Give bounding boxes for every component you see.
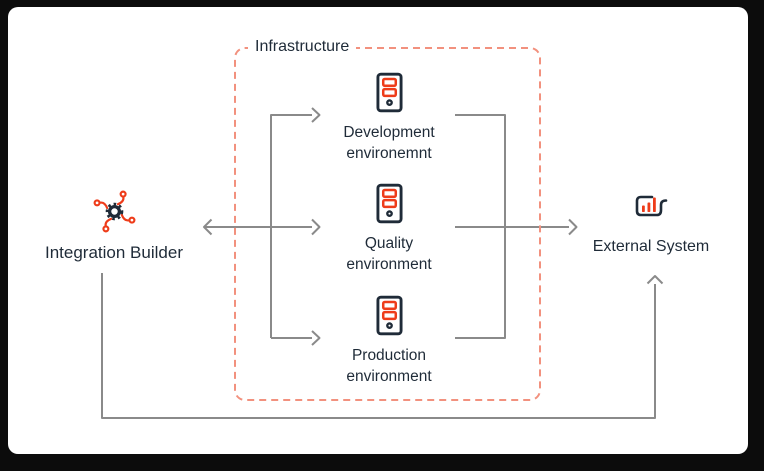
arrowhead-to-external-system — [568, 218, 578, 236]
external-system-label: External System — [592, 238, 710, 255]
development-label-line1: Development — [343, 124, 435, 141]
integration-builder-label: Integration Builder — [45, 243, 183, 262]
left-branch-top — [270, 114, 312, 338]
server-icon — [375, 295, 403, 336]
arrowhead-to-development — [311, 107, 321, 123]
infrastructure-label: Infrastructure — [248, 38, 357, 56]
server-icon — [375, 72, 403, 113]
external-system-node: External System — [575, 193, 727, 256]
integration-builder-node: Integration Builder — [28, 188, 200, 263]
development-environment-node: Development environemnt — [319, 72, 459, 164]
quality-label-line2: environment — [346, 256, 432, 273]
production-label-line1: Production — [351, 347, 427, 364]
development-label-line2: environemnt — [346, 145, 432, 162]
quality-label-line1: Quality — [364, 235, 414, 252]
production-environment-label: Production environment — [319, 345, 459, 387]
feedback-line — [101, 273, 656, 419]
arrowhead-to-integration-builder — [203, 218, 213, 236]
arrowhead-to-quality — [311, 218, 321, 236]
arrowhead-to-production — [311, 330, 321, 346]
integration-gear-icon — [91, 188, 138, 235]
quality-environment-node: Quality environment — [319, 183, 459, 275]
quality-environment-label: Quality environment — [319, 233, 459, 275]
bar-chart-icon — [633, 193, 669, 221]
development-environment-label: Development environemnt — [319, 122, 459, 164]
server-icon — [375, 183, 403, 224]
production-environment-node: Production environment — [319, 295, 459, 387]
arrowhead-up-to-external-system — [646, 275, 664, 285]
production-label-line2: environment — [346, 368, 432, 385]
